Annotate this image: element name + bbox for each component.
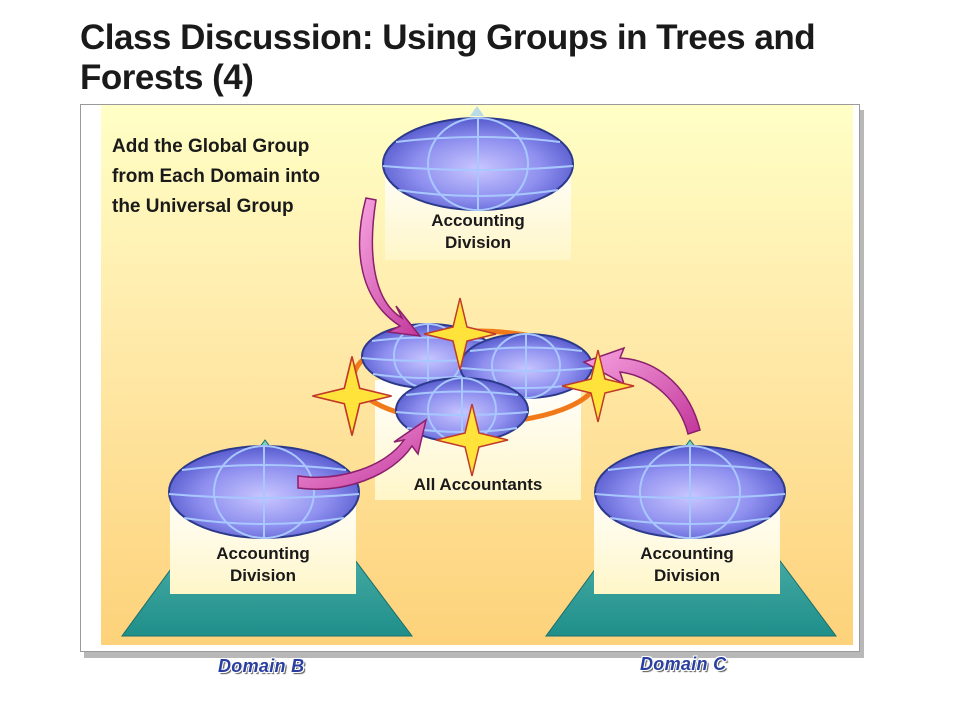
left-group (168, 445, 360, 594)
top-group-label: Accounting Division (431, 211, 525, 252)
slide-title: Class Discussion: Using Groups in Trees … (80, 18, 816, 97)
top-group (382, 117, 574, 260)
top-domain-peak (470, 106, 484, 116)
right-group-label: Accounting Division (640, 544, 734, 585)
left-group-label: Accounting Division (216, 544, 310, 585)
curved-arrow-icon (297, 418, 428, 490)
universal-group-label: All Accountants (413, 475, 543, 494)
curved-arrow-icon (358, 197, 422, 337)
globe-icon (382, 117, 574, 211)
domain-c-label: Domain C (640, 654, 727, 674)
right-group (594, 445, 786, 594)
instruction-text: Add the Global Group from Each Domain in… (112, 136, 320, 217)
globe-icon (594, 445, 786, 539)
globe-icon (168, 445, 360, 539)
curved-arrow-icon (582, 346, 701, 435)
domain-b-label: Domain B (218, 656, 305, 676)
